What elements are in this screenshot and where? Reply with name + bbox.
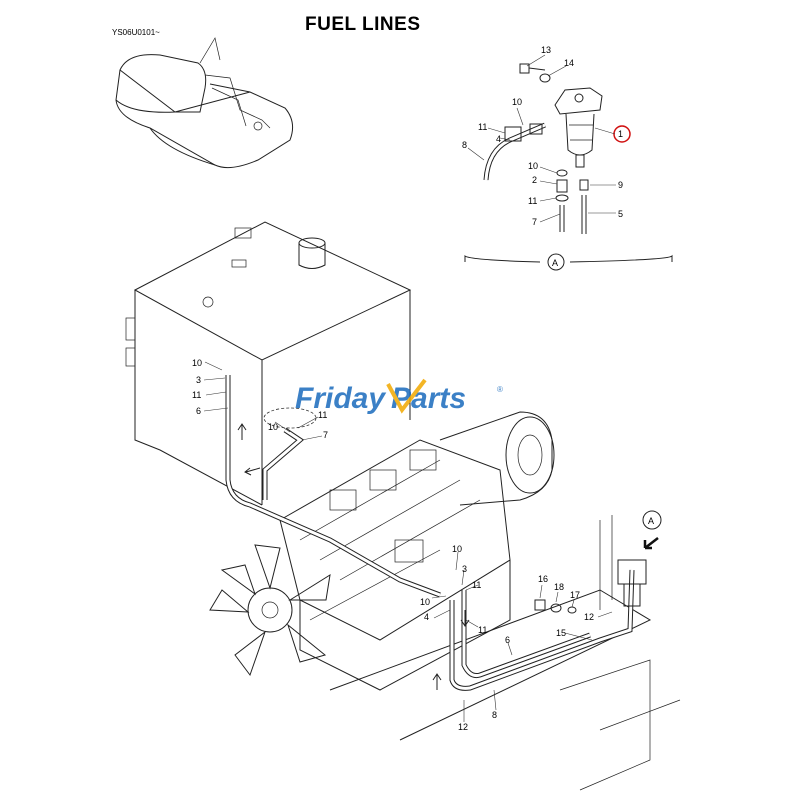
diagram-title: FUEL LINES	[305, 14, 421, 35]
watermark-registered-mark: ®	[497, 385, 503, 394]
callout: 9	[618, 180, 623, 190]
callout: 8	[492, 710, 497, 720]
callout: 11	[472, 580, 481, 590]
callout: 16	[538, 574, 548, 584]
detail-a-callouts: 13 14 10 4 11 8 1 10 2 11 7 9 5	[462, 45, 623, 227]
callout: 11	[478, 122, 487, 132]
callout: 4	[424, 612, 429, 622]
callout: 11	[318, 410, 327, 420]
callout: 6	[505, 635, 510, 645]
detail-a-marker: A	[552, 258, 558, 268]
callout: 10	[192, 358, 202, 368]
engine-illustration	[279, 411, 681, 791]
callout: 14	[564, 58, 574, 68]
callout: 7	[532, 217, 537, 227]
callout: 15	[556, 628, 566, 638]
callout: 7	[323, 430, 328, 440]
callout: 5	[618, 209, 623, 219]
callout: 10	[452, 544, 462, 554]
callout: 10	[512, 97, 522, 107]
watermark-swoosh-icon	[386, 378, 427, 414]
watermark-text-friday: Friday	[295, 382, 386, 415]
fuel-tank-illustration	[125, 221, 412, 506]
detail-a-illustration: A	[464, 54, 673, 271]
callout: 13	[541, 45, 551, 55]
callout: 11	[192, 390, 201, 400]
cooling-fan-illustration	[209, 544, 331, 677]
callout: 8	[462, 140, 467, 150]
callout: 11	[528, 196, 537, 206]
callout: 18	[554, 582, 564, 592]
callout: 2	[532, 175, 537, 185]
callout: 12	[584, 612, 594, 622]
machine-overview-illustration	[115, 37, 294, 169]
callout: 11	[478, 625, 487, 635]
view-a-marker: A	[648, 516, 654, 526]
main-assembly-callouts: 10 3 11 6 11 10 7 10 3 11 4 10 11 16 18 …	[192, 358, 594, 732]
callout: 10	[268, 422, 278, 432]
callout: 3	[196, 375, 201, 385]
callout: 12	[458, 722, 468, 732]
fuel-hoses-illustration: A	[203, 361, 662, 722]
diagram-code: YS06U0101~	[112, 28, 160, 37]
callout: 10	[420, 597, 430, 607]
callout: 17	[570, 590, 580, 600]
callout: 4	[496, 134, 501, 144]
callout: 10	[528, 161, 538, 171]
callout: 6	[196, 406, 201, 416]
callout: 3	[462, 564, 467, 574]
callout: 1	[618, 129, 623, 139]
